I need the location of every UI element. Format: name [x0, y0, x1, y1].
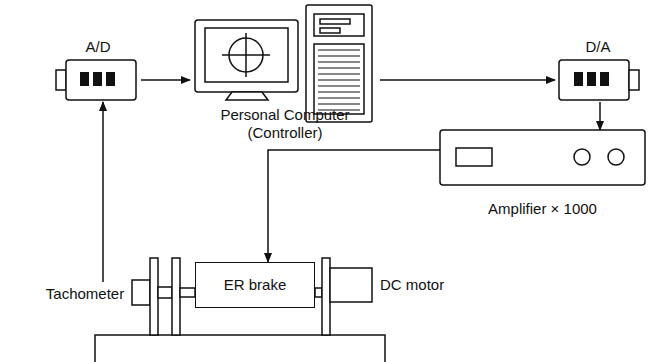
- shaft: [315, 288, 322, 297]
- ad-knob: [56, 70, 66, 90]
- tachometer-node: Tachometer: [39, 282, 131, 306]
- display-segment: [80, 72, 89, 86]
- display-segment: [600, 72, 609, 86]
- node-label: Personal Computer (Controller): [203, 106, 368, 142]
- base-plate: [95, 335, 385, 362]
- vent-line: [318, 92, 360, 93]
- vent-line: [318, 62, 360, 63]
- vent-line: [318, 98, 360, 99]
- coupling: [158, 287, 172, 298]
- display-segment: [587, 72, 596, 86]
- da-knob: [629, 70, 639, 90]
- amplifier-display: [456, 148, 492, 166]
- node-label: DC motor: [380, 276, 444, 294]
- display-segment: [574, 72, 583, 86]
- monitor-screen: [205, 28, 288, 82]
- computer-node: Personal Computer (Controller): [190, 2, 380, 142]
- pc-tower: [306, 5, 372, 122]
- monitor-stand: [226, 92, 268, 100]
- signal-arrow: [102, 102, 104, 282]
- vent-line: [318, 50, 360, 51]
- node-label: D/A: [585, 38, 610, 56]
- monitor: [195, 20, 298, 92]
- shaft: [180, 288, 195, 297]
- node-label: Amplifier × 1000: [488, 200, 597, 218]
- amplifier-node: Amplifier × 1000: [440, 130, 645, 218]
- er-brake-box: ER brake: [195, 262, 315, 308]
- support-plate: [150, 258, 158, 335]
- display-segment: [106, 72, 115, 86]
- drive-bay: [314, 14, 364, 36]
- support-plate: [172, 258, 180, 335]
- vent-line: [318, 68, 360, 69]
- display-segment: [93, 72, 102, 86]
- dc-motor-node: DC motor: [328, 268, 458, 302]
- signal-arrow: [599, 102, 601, 130]
- signal-arrow: [380, 79, 555, 81]
- tachometer: [132, 280, 150, 305]
- signal-arrow: [268, 150, 440, 262]
- vent-panel: [314, 44, 364, 114]
- ad-converter: [66, 60, 136, 100]
- da-converter-node: D/A: [555, 38, 641, 102]
- drive-slot: [320, 28, 340, 33]
- amplifier-knob: [574, 149, 590, 165]
- amplifier-box: [440, 130, 645, 185]
- dc-motor: [330, 268, 372, 302]
- vent-line: [318, 80, 360, 81]
- vent-line: [318, 74, 360, 75]
- node-label: A/D: [85, 38, 110, 56]
- crosshair: [245, 33, 247, 77]
- vent-line: [318, 86, 360, 87]
- node-label: Tachometer: [46, 285, 124, 303]
- drive-slot: [320, 19, 350, 24]
- ad-converter-node: A/D: [55, 38, 141, 102]
- vent-line: [318, 104, 360, 105]
- support-plate: [322, 258, 330, 335]
- node-label: ER brake: [224, 276, 287, 294]
- signal-arrow: [141, 79, 190, 81]
- vent-line: [318, 56, 360, 57]
- da-converter: [559, 60, 629, 100]
- amplifier-knob: [608, 149, 624, 165]
